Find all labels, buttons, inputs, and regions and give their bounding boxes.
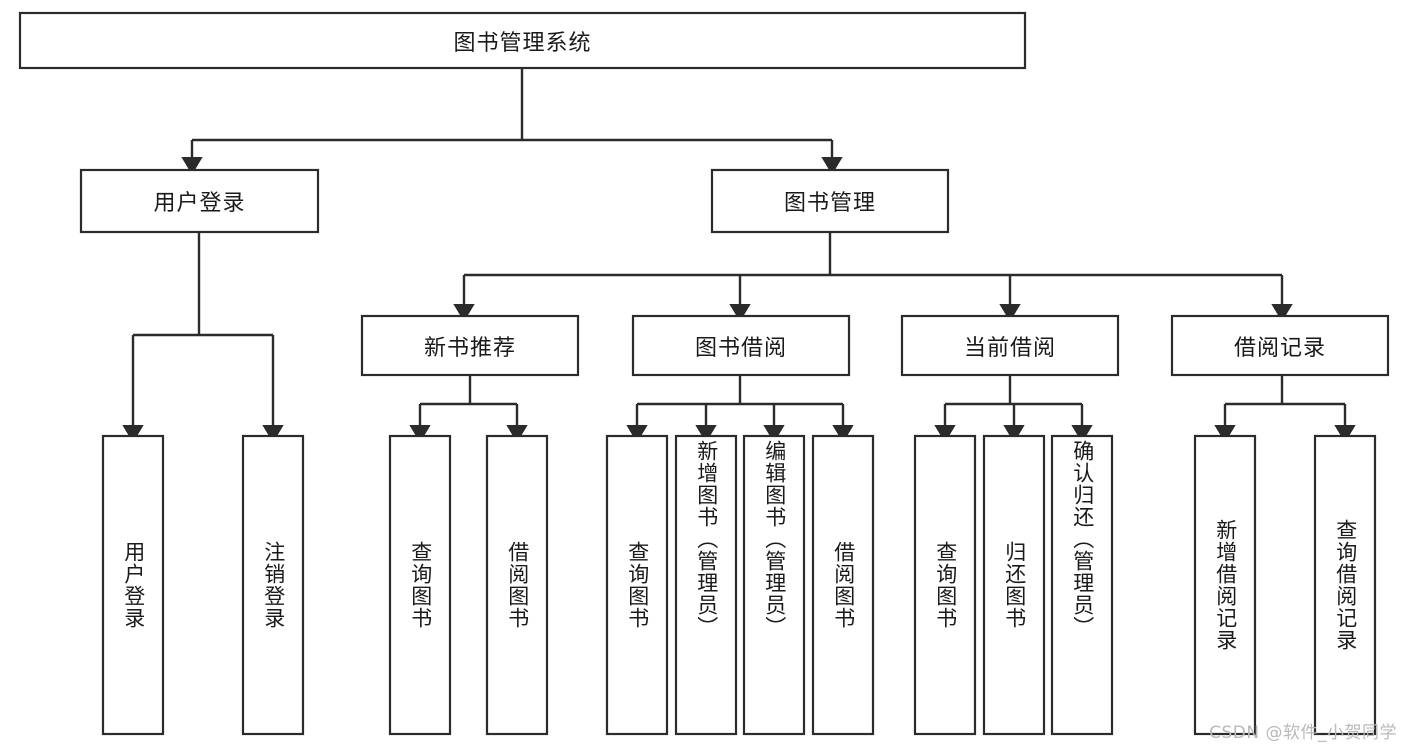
node-box-user-login[interactable] xyxy=(79,168,320,234)
node-box-leaf-return-book[interactable] xyxy=(982,434,1046,736)
node-box-borrow-record[interactable] xyxy=(1170,314,1390,377)
node-box-leaf-add-book[interactable] xyxy=(674,434,738,736)
connector-borrowrecord-to-leaves xyxy=(1214,375,1356,443)
connector-newbook-to-leaves xyxy=(409,375,528,443)
node-box-leaf-query-book-2[interactable] xyxy=(605,434,669,736)
connector-currentborrow-to-leaves xyxy=(934,375,1093,443)
node-box-book-mgmt[interactable] xyxy=(710,168,950,234)
node-box-new-book[interactable] xyxy=(360,314,580,377)
connector-bookmgmt-to-level3 xyxy=(453,232,1293,322)
node-box-leaf-query-book-3[interactable] xyxy=(913,434,977,736)
node-box-leaf-borrow-book-2[interactable] xyxy=(811,434,875,736)
node-box-leaf-user-login[interactable] xyxy=(101,434,165,736)
node-box-leaf-query-record[interactable] xyxy=(1313,434,1377,736)
node-box-leaf-query-book-1[interactable] xyxy=(388,434,452,736)
connector-bookborrow-to-leaves xyxy=(626,375,854,443)
node-box-leaf-borrow-book-1[interactable] xyxy=(485,434,549,736)
connector-root-to-level2 xyxy=(181,68,843,175)
watermark-text: CSDN @软件_小贺同学 xyxy=(1209,723,1397,743)
node-box-leaf-logout[interactable] xyxy=(241,434,305,736)
node-box-root[interactable] xyxy=(18,11,1027,70)
node-box-book-borrow[interactable] xyxy=(631,314,851,377)
node-box-leaf-add-record[interactable] xyxy=(1193,434,1257,736)
node-box-leaf-confirm-return[interactable] xyxy=(1050,434,1114,736)
node-box-current-borrow[interactable] xyxy=(900,314,1120,377)
connector-userlogin-to-leaves xyxy=(122,232,284,443)
node-box-leaf-edit-book[interactable] xyxy=(742,434,806,736)
